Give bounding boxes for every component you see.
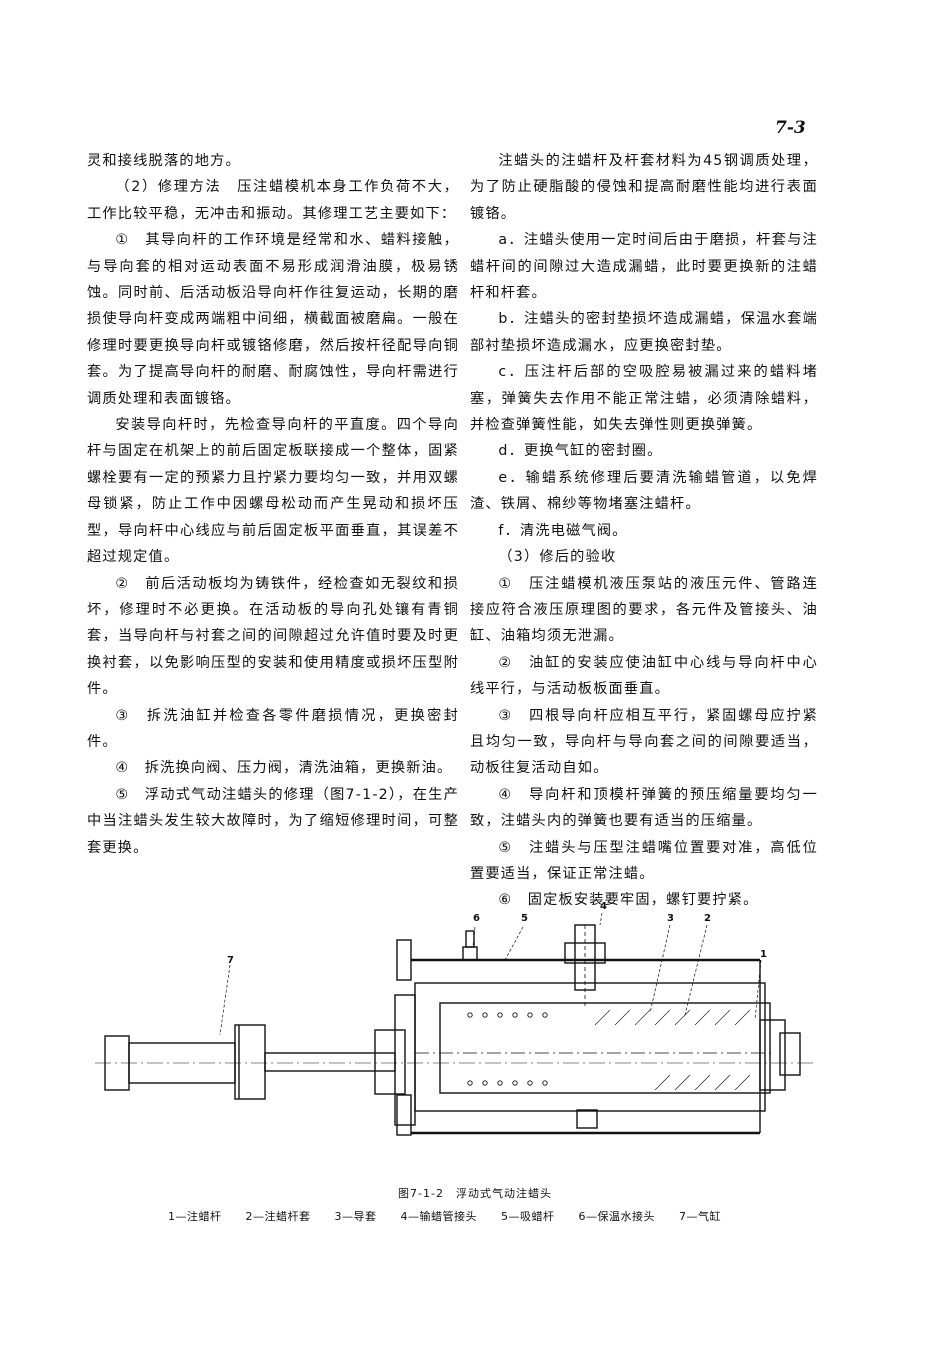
figure-caption: 图7-1-2 浮动式气动注蜡头: [398, 1187, 552, 1200]
legend-item: 7—气缸: [679, 1210, 721, 1223]
paragraph-acceptance-4: ④ 导向杆和顶模杆弹簧的预压缩量要均匀一致，注蜡头内的弹簧也要有适当的压缩量。: [470, 786, 818, 830]
figure-legend: 1—注蜡杆 2—注蜡杆套 3—导套 4—输蜡管接头 5—吸蜡杆 6—保温水接头 …: [168, 1208, 733, 1224]
legend-item: 1—注蜡杆: [168, 1210, 222, 1223]
callout-6: 6: [473, 913, 480, 924]
paragraph-acceptance-5: ⑤ 注蜡头与压型注蜡嘴位置要对准，高低位置要适当，保证正常注蜡。: [470, 839, 818, 882]
callout-5: 5: [521, 913, 528, 924]
paragraph-d: d．更换气缸的密封圈。: [498, 443, 663, 460]
callout-2: 2: [704, 913, 711, 924]
paragraph-a: a．注蜡头使用一定时间后由于磨损，杆套与注蜡杆间的间隙过大造成漏蜡，此时要更换新…: [470, 232, 818, 302]
paragraph-c: c．压注杆后部的空吸腔易被漏过来的蜡料堵塞，弹簧失去作用不能正常注蜡，必须清除蜡…: [470, 364, 818, 434]
callout-3: 3: [667, 913, 674, 924]
paragraph-acceptance-6: ⑥ 固定板安装要牢固，螺钉要拧紧。: [498, 892, 759, 909]
legend-item: 5—吸蜡杆: [501, 1210, 555, 1223]
paragraph-repair-method: （2）修理方法 压注蜡模机本身工作负荷不大，工作比较平稳，无冲击和振动。其修理工…: [87, 179, 459, 222]
page-number: 7-3: [775, 118, 806, 138]
paragraph-item-5: ⑤ 浮动式气动注蜡头的修理（图7-1-2），在生产中当注蜡头发生较大故障时，为了…: [87, 786, 459, 856]
paragraph-item-4: ④ 拆洗换向阀、压力阀，清洗油箱，更换新油。: [115, 760, 453, 777]
section-heading-acceptance: （3）修后的验收: [498, 549, 617, 566]
legend-item: 3—导套: [334, 1210, 377, 1223]
legend-item: 2—注蜡杆套: [245, 1210, 311, 1223]
paragraph-item-1: ① 其导向杆的工作环境是经常和水、蜡料接触，与导向套的相对运动表面不易形成润滑油…: [87, 232, 459, 407]
paragraph-b: b．注蜡头的密封垫损坏造成漏蜡，保温水套端部衬垫损坏造成漏水，应更换密封垫。: [470, 311, 818, 354]
paragraph: 注蜡头的注蜡杆及杆套材料为45钢调质处理，为了防止硬脂酸的侵蚀和提高耐磨性能均进…: [470, 153, 818, 222]
legend-item: 4—输蜡管接头: [400, 1210, 477, 1223]
paragraph-f: f．清洗电磁气阀。: [498, 522, 628, 539]
paragraph-e: e．输蜡系统修理后要清洗输蜡管道，以免焊渣、铁屑、棉纱等物堵塞注蜡杆。: [470, 469, 818, 513]
right-column: 注蜡头的注蜡杆及杆套材料为45钢调质处理，为了防止硬脂酸的侵蚀和提高耐磨性能均进…: [470, 148, 818, 914]
paragraph-acceptance-3: ③ 四根导向杆应相互平行，紧固螺母应拧紧且均匀一致，导向杆与导向套之间的间隙要适…: [470, 707, 818, 777]
paragraph-item-3: ③ 拆洗油缸并检查各零件磨损情况，更换密封件。: [87, 707, 459, 750]
wax-injector-drawing: 7 6 5 4 3 2 1: [95, 901, 815, 1136]
paragraph-acceptance-2: ② 油缸的安装应使油缸中心线与导向杆中心线平行，与活动板板面垂直。: [470, 654, 818, 698]
paragraph-acceptance-1: ① 压注蜡模机液压泵站的液压元件、管路连接应符合液压原理图的要求，各元件及管接头…: [470, 575, 818, 645]
paragraph: 安装导向杆时，先检查导向杆的平直度。四个导向杆与固定在机架上的前后固定板联接成一…: [87, 417, 459, 566]
callout-7: 7: [227, 955, 234, 966]
paragraph: 灵和接线脱落的地方。: [87, 153, 241, 169]
legend-item: 6—保温水接头: [578, 1210, 655, 1223]
left-column: 灵和接线脱落的地方。 （2）修理方法 压注蜡模机本身工作负荷不大，工作比较平稳，…: [87, 148, 459, 861]
paragraph-item-2: ② 前后活动板均为铸铁件，经检查如无裂纹和损坏，修理时不必更换。在活动板的导向孔…: [87, 575, 459, 698]
callout-1: 1: [760, 949, 767, 960]
callout-4: 4: [600, 901, 607, 912]
